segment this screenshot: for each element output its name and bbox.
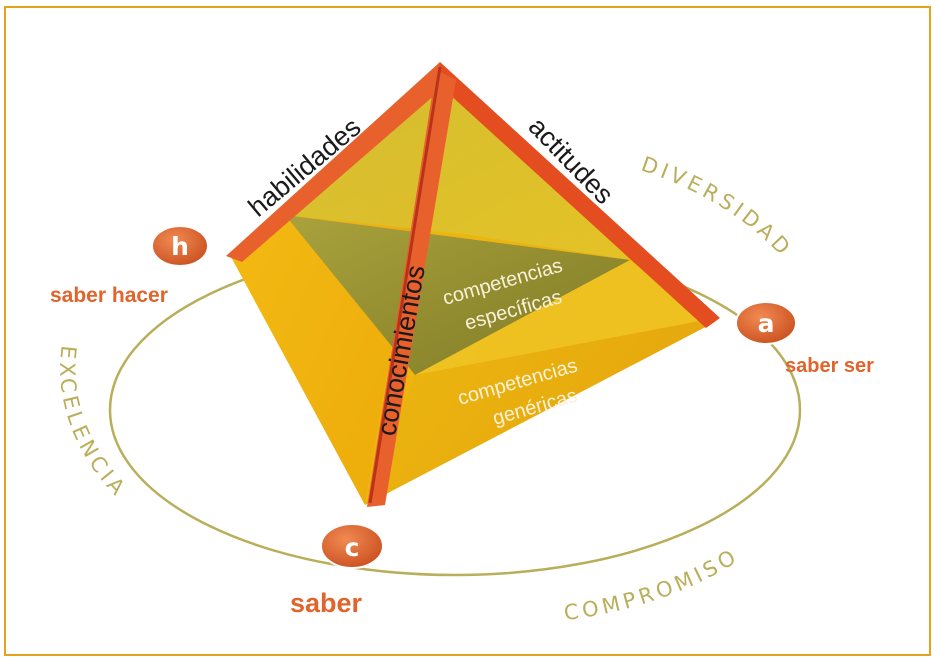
node-a-badge [735, 301, 797, 345]
ring-word-bottom-path: COMPROMISO [562, 543, 739, 625]
edge-right [436, 62, 720, 328]
pyramid [226, 62, 720, 507]
node-c-badge [320, 523, 384, 569]
node-h-label: saber hacer [50, 284, 168, 307]
lower-right-strip [415, 260, 705, 375]
inner-triangle [285, 215, 630, 375]
ring-word-bottom: COMPROMISO [562, 543, 743, 625]
lower-left-strip [230, 215, 415, 505]
diagram-frame [4, 6, 931, 656]
ring-word-right: DIVERSIDAD [638, 152, 797, 262]
node-a-label: saber ser [785, 355, 874, 377]
node-h-letter: h [171, 232, 189, 261]
edge-front [367, 70, 456, 507]
edge-front-shadow [368, 66, 442, 504]
upper-face [290, 67, 630, 260]
node-c: c [320, 523, 384, 569]
node-a: a [735, 301, 797, 345]
ring-word-right-path: DIVERSIDAD [638, 152, 793, 262]
node-a-letter: a [758, 309, 775, 338]
node-h-badge [151, 225, 209, 267]
edge-left [226, 62, 452, 262]
node-c-letter: c [345, 533, 360, 562]
node-c-label: saber [290, 588, 363, 618]
node-h: h [151, 225, 209, 267]
